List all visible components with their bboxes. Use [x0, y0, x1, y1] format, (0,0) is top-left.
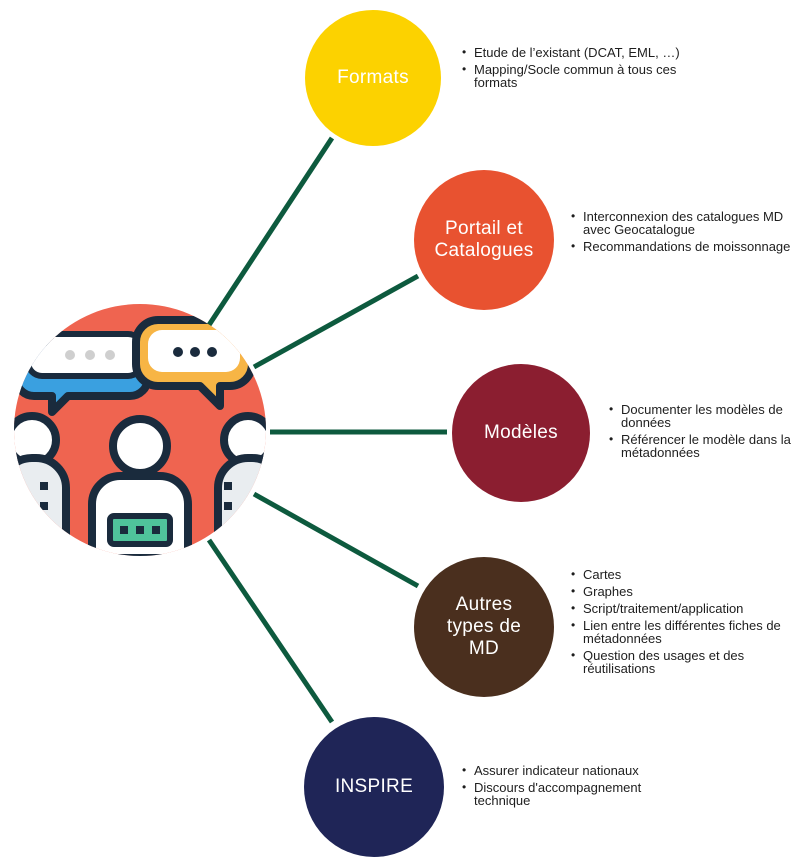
node-inspire: INSPIRE — [304, 717, 444, 857]
node-formats-label-1: Formats — [337, 67, 409, 88]
connector-portail — [252, 273, 420, 370]
bullet-item: Graphes — [571, 585, 801, 598]
connector-autres — [252, 491, 420, 589]
bullets-formats: Etude de l’existant (DCAT, EML, …) Mappi… — [462, 46, 702, 93]
bullet-item: Etude de l’existant (DCAT, EML, …) — [462, 46, 702, 59]
bullet-item: Discours d'accompagnement technique — [462, 781, 692, 807]
node-portail-label-2: Catalogues — [434, 240, 534, 261]
bullets-inspire: Assurer indicateur nationaux Discours d'… — [462, 764, 692, 811]
node-inspire-label-1: INSPIRE — [334, 776, 414, 797]
bullet-item: Question des usages et des réutilisation… — [571, 649, 801, 675]
node-portail-label-1: Portail et — [445, 218, 523, 239]
node-formats: Formats — [305, 10, 441, 146]
connector-formats — [206, 136, 335, 327]
bullet-item: Script/traitement/application — [571, 602, 801, 615]
node-autres: Autres types de MD — [414, 557, 554, 697]
bullet-item: Recommandations de moissonnage — [571, 240, 796, 253]
bullets-autres: Cartes Graphes Script/traitement/applica… — [571, 568, 801, 679]
bullet-item: Référencer le modèle dans la métadonnées — [609, 433, 809, 459]
node-portail: Portail et Catalogues — [414, 170, 554, 310]
bullet-item: Mapping/Socle commun à tous ces formats — [462, 63, 702, 89]
bullets-modeles: Documenter les modèles de données Référe… — [609, 403, 809, 463]
bullet-item: Interconnexion des catalogues MD avec Ge… — [571, 210, 796, 236]
bullets-portail: Interconnexion des catalogues MD avec Ge… — [571, 210, 796, 257]
node-modeles: Modèles — [452, 364, 590, 502]
hub-illustration — [12, 302, 268, 563]
node-autres-label-1: Autres — [455, 594, 513, 615]
bullet-item: Documenter les modèles de données — [609, 403, 809, 429]
node-modeles-label-1: Modèles — [484, 422, 558, 443]
bullet-item: Cartes — [571, 568, 801, 581]
bullet-item: Lien entre les différentes fiches de mét… — [571, 619, 801, 645]
bullet-item: Assurer indicateur nationaux — [462, 764, 692, 777]
node-autres-label-2: types de — [446, 616, 522, 637]
group-discussion-icon — [14, 304, 266, 556]
node-autres-label-3: MD — [468, 638, 500, 659]
connector-inspire — [206, 538, 335, 724]
